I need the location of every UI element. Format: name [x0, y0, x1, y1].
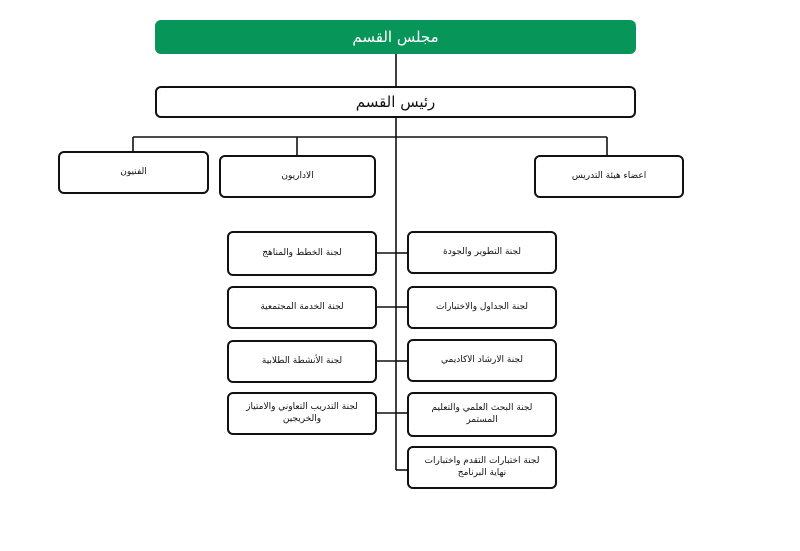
committee-development-quality: لجنة التطوير والجودة [407, 231, 557, 274]
committee-academic-advising: لجنة الارشاد الاكاديمي [407, 339, 557, 382]
committee-community-service: لجنة الخدمة المجتمعية [227, 286, 377, 329]
committee-schedules-exams: لجنة الجداول والاختبارات [407, 286, 557, 329]
faculty-box: اعضاء هيئة التدريس [534, 155, 684, 198]
committee-research-continuing-education: لجنة البحث العلمي والتعليم المستمر [407, 392, 557, 437]
committee-plans-curricula: لجنة الخطط والمناهج [227, 231, 377, 276]
committee-cooperative-training: لجنة التدريب التعاوني والامتياز والخريجي… [227, 392, 377, 435]
committee-student-activities: لجنة الأنشطة الطلابية [227, 340, 377, 383]
technicians-box: الفنيون [58, 151, 209, 194]
department-head-box: رئيس القسم [155, 86, 636, 118]
administrators-box: الاداريون [219, 155, 376, 198]
department-council-box: مجلس القسم [155, 20, 636, 54]
committee-progress-exams: لجنة اختبارات التقدم واختبارات نهاية الب… [407, 446, 557, 489]
